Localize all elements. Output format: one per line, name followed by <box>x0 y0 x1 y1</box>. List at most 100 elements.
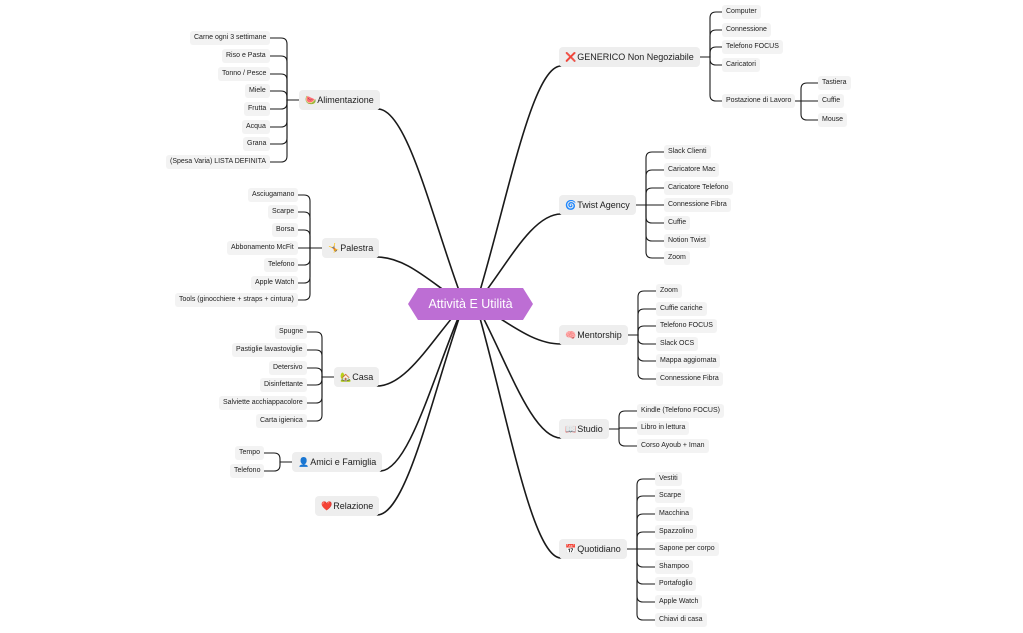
leaf-casa-pastiglie-lavastoviglie[interactable]: Pastiglie lavastoviglie <box>232 343 307 357</box>
leaf-palestra-tools-ginocchiere-straps-cintura[interactable]: Tools (ginocchiere + straps + cintura) <box>175 293 298 307</box>
leaf-mentorship-zoom[interactable]: Zoom <box>656 284 682 298</box>
branch-palestra-icon: 🤸 <box>328 243 340 253</box>
connector-line <box>794 100 819 121</box>
connector-line <box>377 108 465 305</box>
connector-line <box>269 99 300 145</box>
leaf-casa-spugne[interactable]: Spugne <box>275 325 308 339</box>
connector-line <box>475 65 562 305</box>
leaf-amici-telefono[interactable]: Telefono <box>230 464 265 478</box>
leaf-mentorship-slack-ocs[interactable]: Slack OCS <box>656 337 699 351</box>
leaf-quotidiano-shampoo[interactable]: Shampoo <box>655 560 693 574</box>
leaf-amici-tempo[interactable]: Tempo <box>235 446 265 460</box>
branch-generico-icon: ❌ <box>565 52 577 62</box>
leaf-alimentazione-grana[interactable]: Grana <box>243 137 271 151</box>
branch-mentorship[interactable]: 🧠Mentorship <box>559 325 628 345</box>
leaf-quotidiano-macchina[interactable]: Macchina <box>655 507 693 521</box>
leaf-alimentazione-frutta[interactable]: Frutta <box>244 102 271 116</box>
leaf-mentorship-telefono-focus[interactable]: Telefono FOCUS <box>656 319 717 333</box>
connector-line <box>306 349 335 378</box>
leaf-palestra-asciugamano[interactable]: Asciugamano <box>248 188 299 202</box>
leaf-generico-sub-cuffie[interactable]: Cuffie <box>818 94 845 108</box>
leaf-studio-kindle-telefono-focus[interactable]: Kindle (Telefono FOCUS) <box>637 404 724 418</box>
leaf-alimentazione-spesa-varia-lista-definita[interactable]: (Spesa Varia) LISTA DEFINITA <box>166 155 271 169</box>
leaf-palestra-telefono[interactable]: Telefono <box>264 258 299 272</box>
leaf-generico-telefono-focus[interactable]: Telefono FOCUS <box>722 40 783 54</box>
branch-alimentazione[interactable]: 🍉Alimentazione <box>299 90 380 110</box>
connector-line <box>297 229 323 249</box>
leaf-quotidiano-portafoglio[interactable]: Portafoglio <box>655 577 697 591</box>
leaf-generico-sub-mouse[interactable]: Mouse <box>818 113 848 127</box>
connector-line <box>635 169 665 206</box>
leaf-alimentazione-carne-ogni-3-settimane[interactable]: Carne ogni 3 settimane <box>190 31 271 45</box>
connector-line <box>626 495 656 550</box>
leaf-palestra-scarpe[interactable]: Scarpe <box>268 205 299 219</box>
connector-line <box>269 99 300 110</box>
branch-casa[interactable]: 🏡Casa <box>334 367 380 387</box>
leaf-twist-connessione-fibra[interactable]: Connessione Fibra <box>664 198 731 212</box>
branch-generico[interactable]: ❌GENERICO Non Negoziabile <box>559 47 700 67</box>
leaf-generico-computer[interactable]: Computer <box>722 5 761 19</box>
branch-studio[interactable]: 📖Studio <box>559 419 609 439</box>
connector-line <box>626 548 656 621</box>
branch-relazione-icon: ❤️ <box>321 501 333 511</box>
leaf-twist-notion-twist[interactable]: Notion Twist <box>664 234 710 248</box>
leaf-twist-slack-clienti[interactable]: Slack Clienti <box>664 145 711 159</box>
branch-mentorship-label: Mentorship <box>577 330 622 340</box>
connector-line <box>297 194 323 249</box>
leaf-quotidiano-vestiti[interactable]: Vestiti <box>655 472 682 486</box>
leaf-quotidiano-scarpe[interactable]: Scarpe <box>655 489 686 503</box>
leaf-casa-disinfettante[interactable]: Disinfettante <box>260 378 307 392</box>
branch-palestra[interactable]: 🤸Palestra <box>322 238 380 258</box>
leaf-alimentazione-miele[interactable]: Miele <box>245 84 270 98</box>
connector-line <box>263 461 293 472</box>
connector-line <box>626 531 656 550</box>
leaf-quotidiano-sapone-per-corpo[interactable]: Sapone per corpo <box>655 542 719 556</box>
branch-twist-label: Twist Agency <box>577 200 630 210</box>
leaf-mentorship-connessione-fibra[interactable]: Connessione Fibra <box>656 372 723 386</box>
leaf-alimentazione-tonno-pesce[interactable]: Tonno / Pesce <box>218 67 271 81</box>
leaf-mentorship-cuffie-cariche[interactable]: Cuffie cariche <box>656 302 707 316</box>
leaf-palestra-apple-watch[interactable]: Apple Watch <box>251 276 299 290</box>
leaf-generico-postazione-di-lavoro[interactable]: Postazione di Lavoro <box>722 94 796 108</box>
leaf-studio-corso-ayoub-iman[interactable]: Corso Ayoub + Iman <box>637 439 709 453</box>
connector-line <box>626 548 656 568</box>
leaf-generico-caricatori[interactable]: Caricatori <box>722 58 760 72</box>
branch-twist[interactable]: 🌀Twist Agency <box>559 195 636 215</box>
connector-line <box>379 303 465 472</box>
leaf-casa-detersivo[interactable]: Detersivo <box>269 361 307 375</box>
connector-line <box>635 204 665 224</box>
leaf-casa-carta-igienica[interactable]: Carta igienica <box>256 414 307 428</box>
leaf-mentorship-mappa-aggiornata[interactable]: Mappa aggiornata <box>656 354 721 368</box>
connector-line <box>699 46 723 58</box>
leaf-alimentazione-riso-e-pasta[interactable]: Riso e Pasta <box>222 49 270 63</box>
branch-quotidiano[interactable]: 📅Quotidiano <box>559 539 627 559</box>
leaf-quotidiano-spazzolino[interactable]: Spazzolino <box>655 525 698 539</box>
leaf-twist-zoom[interactable]: Zoom <box>664 251 690 265</box>
connector-line <box>608 410 638 430</box>
leaf-palestra-abbonamento-mcfit[interactable]: Abbonamento McFit <box>227 241 298 255</box>
leaf-twist-caricatore-telefono[interactable]: Caricatore Telefono <box>664 181 733 195</box>
connector-line <box>627 334 657 362</box>
branch-quotidiano-label: Quotidiano <box>577 544 621 554</box>
leaf-twist-cuffie[interactable]: Cuffie <box>664 216 691 230</box>
connector-line <box>626 478 656 550</box>
branch-alimentazione-icon: 🍉 <box>305 95 317 105</box>
central-topic[interactable]: Attività E Utilità <box>408 288 533 320</box>
leaf-studio-libro-in-lettura[interactable]: Libro in lettura <box>637 421 690 435</box>
branch-relazione[interactable]: ❤️Relazione <box>315 496 380 516</box>
connector-line <box>627 308 657 336</box>
leaf-twist-caricatore-mac[interactable]: Caricatore Mac <box>664 163 720 177</box>
connector-line <box>306 331 335 378</box>
leaf-palestra-borsa[interactable]: Borsa <box>272 223 299 237</box>
leaf-casa-salviette-acchiappacolore[interactable]: Salviette acchiappacolore <box>219 396 307 410</box>
branch-amici-label: Amici e Famiglia <box>310 457 377 467</box>
leaf-alimentazione-acqua[interactable]: Acqua <box>242 120 270 134</box>
leaf-generico-sub-tastiera[interactable]: Tastiera <box>818 76 851 90</box>
leaf-generico-connessione[interactable]: Connessione <box>722 23 771 37</box>
branch-mentorship-icon: 🧠 <box>565 330 577 340</box>
connector-line <box>699 29 723 58</box>
leaf-quotidiano-apple-watch[interactable]: Apple Watch <box>655 595 703 609</box>
branch-amici[interactable]: 👤Amici e Famiglia <box>292 452 383 472</box>
leaf-quotidiano-chiavi-di-casa[interactable]: Chiavi di casa <box>655 613 707 627</box>
connector-line <box>306 376 335 404</box>
